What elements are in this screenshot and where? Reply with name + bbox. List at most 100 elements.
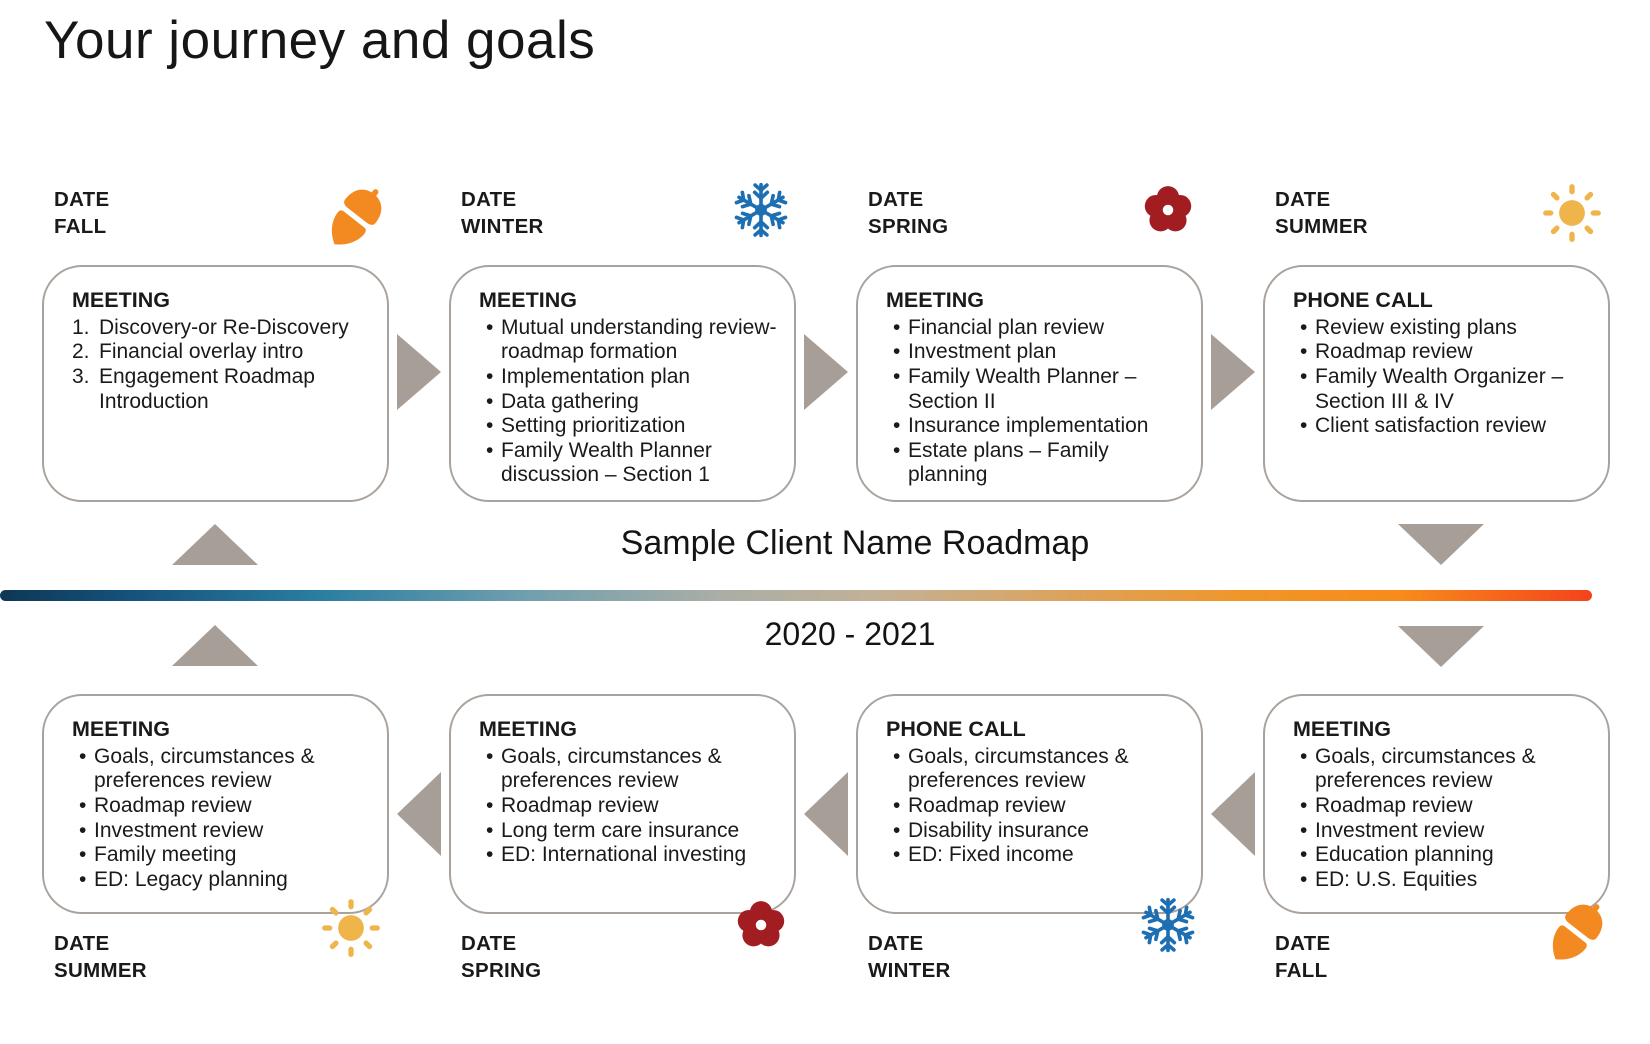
flower-icon-wrap	[732, 896, 790, 954]
list-item-text: Education planning	[1315, 843, 1494, 867]
list-item-text: Review existing plans	[1315, 315, 1517, 339]
card-list-item: • Family meeting	[72, 843, 371, 868]
season-header: DATE SPRING	[856, 186, 1203, 260]
list-marker: •	[893, 365, 901, 388]
list-marker: •	[1300, 340, 1308, 364]
list-item-text: Implementation plan	[501, 365, 691, 388]
list-item-text: Goals, circumstances & preferences revie…	[908, 744, 1129, 793]
season-header: DATE WINTER	[449, 182, 796, 260]
step-card: MEETING • Financial plan review • Invest…	[856, 265, 1203, 502]
date-label: DATE	[1275, 188, 1331, 211]
season-header: DATE FALL	[1263, 904, 1610, 984]
list-marker: •	[79, 843, 87, 867]
timeline-years: 2020 - 2021	[764, 616, 936, 652]
list-marker: •	[79, 867, 87, 891]
list-item-text: Goals, circumstances & preferences revie…	[501, 744, 722, 793]
list-item-text: Family Wealth Planner discussion – Secti…	[501, 438, 712, 487]
up-arrow-icon	[172, 625, 258, 666]
list-item-text: Family meeting	[94, 843, 237, 867]
card-list-item: 2. Financial overlay intro	[72, 340, 371, 365]
list-item-text: ED: Legacy planning	[94, 867, 288, 891]
season-label: DATE WINTER	[461, 186, 544, 240]
bottom-row: MEETING • Goals, circumstances & prefere…	[42, 694, 1610, 984]
list-item-text: Engagement Roadmap Introduction	[99, 365, 315, 413]
card-list-item: • Roadmap review	[886, 794, 1185, 819]
card-list-item: • Long term care insurance	[479, 819, 778, 844]
card-list-item: • Investment review	[72, 819, 371, 844]
list-marker: •	[1300, 744, 1308, 768]
card-list-item: • Roadmap review	[1293, 794, 1592, 819]
card-heading: PHONE CALL	[886, 717, 1026, 741]
acorn-icon	[331, 189, 382, 245]
card-list-item: • Goals, circumstances & preferences rev…	[886, 745, 1185, 794]
card-list-item: • ED: U.S. Equities	[1293, 868, 1592, 893]
card-list-item: • Family Wealth Planner discussion – Sec…	[479, 439, 778, 488]
season-label: DATE SUMMER	[1275, 186, 1368, 240]
season-name: WINTER	[461, 215, 544, 239]
flower-icon	[1144, 186, 1192, 232]
snowflake-icon	[734, 182, 788, 238]
list-item-text: ED: Fixed income	[908, 843, 1074, 867]
list-marker: •	[1300, 867, 1308, 891]
flow-arrow-left-icon	[397, 772, 441, 856]
list-marker: •	[1300, 365, 1308, 388]
card-list-item: 1. Discovery-or Re-Discovery	[72, 316, 371, 341]
season-name: SUMMER	[54, 959, 147, 983]
list-item-text: Roadmap review	[94, 794, 252, 817]
date-label: DATE	[868, 188, 924, 211]
season-header: DATE SUMMER	[1263, 184, 1610, 260]
flower-icon	[737, 901, 785, 947]
flow-arrow-left-icon	[804, 772, 848, 856]
list-marker: 2.	[72, 340, 90, 364]
sun-icon-wrap	[1540, 181, 1604, 245]
card-list-item: • Client satisfaction review	[1293, 414, 1592, 439]
season-label: DATE SPRING	[868, 186, 948, 240]
step-card: PHONE CALL • Goals, circumstances & pref…	[856, 694, 1203, 914]
acorn-icon	[1552, 904, 1603, 960]
snowflake-icon	[1141, 897, 1195, 953]
step-bottom-fall: MEETING • Goals, circumstances & prefere…	[1263, 694, 1610, 984]
step-top-fall: DATE FALL MEETING 1. Discovery-or Re-Dis…	[42, 186, 441, 502]
date-label: DATE	[1275, 932, 1331, 955]
list-marker: •	[1300, 843, 1308, 867]
list-item-text: Financial overlay intro	[99, 340, 304, 364]
card-list-item: • Goals, circumstances & preferences rev…	[72, 745, 371, 794]
season-name: SUMMER	[1275, 215, 1368, 239]
card-list-item: • Goals, circumstances & preferences rev…	[1293, 745, 1592, 794]
page-title: Your journey and goals	[44, 11, 596, 70]
list-marker: •	[486, 744, 494, 768]
list-marker: •	[1300, 414, 1308, 438]
card-list-item: • Estate plans – Family planning	[886, 439, 1185, 488]
list-marker: •	[486, 794, 494, 817]
card-list-item: • Disability insurance	[886, 819, 1185, 844]
snowflake-icon-wrap	[1139, 896, 1197, 954]
step-card: MEETING • Goals, circumstances & prefere…	[449, 694, 796, 914]
step-bottom-summer: MEETING • Goals, circumstances & prefere…	[42, 694, 441, 984]
season-name: SPRING	[461, 959, 542, 983]
list-item-text: Investment review	[1315, 818, 1485, 842]
card-list-item: • Roadmap review	[479, 794, 778, 819]
list-marker: 1.	[72, 315, 90, 339]
card-list-item: • Family Wealth Organizer – Section III …	[1293, 365, 1592, 414]
list-marker: •	[486, 414, 494, 438]
list-marker: •	[893, 843, 901, 867]
date-label: DATE	[54, 188, 110, 211]
up-arrow-icon	[172, 524, 258, 565]
season-header: DATE FALL	[42, 186, 389, 260]
card-heading: MEETING	[479, 288, 577, 312]
flower-icon-wrap	[1139, 181, 1197, 239]
step-card: MEETING 1. Discovery-or Re-Discovery 2. …	[42, 265, 389, 502]
card-list-item: • Investment plan	[886, 340, 1185, 365]
list-item-text: Estate plans – Family planning	[908, 438, 1109, 487]
list-item-text: Investment review	[94, 818, 264, 842]
card-list-item: • Family Wealth Planner – Section II	[886, 365, 1185, 414]
list-item-text: Goals, circumstances & preferences revie…	[94, 744, 315, 793]
card-list-item: • Setting prioritization	[479, 414, 778, 439]
season-name: SPRING	[868, 215, 949, 239]
card-heading: MEETING	[1293, 717, 1391, 741]
acorn-icon-wrap	[1548, 896, 1604, 970]
step-card: PHONE CALL • Review existing plans • Roa…	[1263, 265, 1610, 502]
list-item-text: Family Wealth Organizer – Section III & …	[1315, 365, 1564, 413]
step-card: MEETING • Mutual understanding review-ro…	[449, 265, 796, 502]
